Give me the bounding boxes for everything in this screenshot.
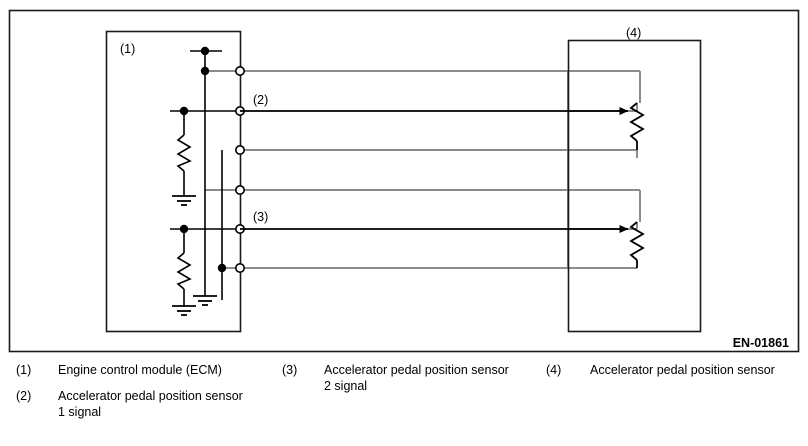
junction-dot-pin6 bbox=[217, 263, 227, 273]
callout-sensor: (4) bbox=[626, 26, 641, 40]
legend-item: (3) Accelerator pedal position sensor 2 … bbox=[282, 362, 544, 394]
junction-dot-pin1 bbox=[200, 66, 210, 76]
diagram-code: EN-01861 bbox=[733, 336, 789, 350]
connector-pin-1 bbox=[235, 66, 246, 77]
legend-column-3: (4) Accelerator pedal position sensor bbox=[546, 362, 808, 388]
pot1-resistor bbox=[629, 102, 645, 142]
legend-text: Accelerator pedal position sensor 2 sign… bbox=[324, 363, 509, 393]
legend-text: Accelerator pedal position sensor 1 sign… bbox=[58, 389, 243, 419]
connector-pin-4 bbox=[235, 185, 246, 196]
legend-column-2: (3) Accelerator pedal position sensor 2 … bbox=[282, 362, 544, 404]
connector-pin-6 bbox=[235, 262, 246, 273]
junction-dot-r1 bbox=[179, 106, 189, 116]
legend-text: Engine control module (ECM) bbox=[58, 363, 222, 377]
legend-number: (1) bbox=[16, 363, 32, 377]
ecm-pulldown-resistor-2 bbox=[176, 252, 192, 290]
callout-ecm: (1) bbox=[120, 42, 135, 56]
callout-signal1: (2) bbox=[253, 93, 268, 107]
junction-dot-group bbox=[179, 46, 227, 273]
junction-dot-r2 bbox=[179, 224, 189, 234]
potentiometer-1 bbox=[629, 102, 645, 158]
legend: (1) Engine control module (ECM) (2) Acce… bbox=[0, 362, 808, 446]
pot2-resistor bbox=[629, 221, 645, 261]
sensor-box bbox=[567, 39, 702, 333]
potentiometer-2 bbox=[629, 221, 645, 268]
ecm-box bbox=[105, 30, 242, 333]
legend-item: (1) Engine control module (ECM) bbox=[16, 362, 276, 378]
diagram-frame bbox=[8, 9, 800, 353]
legend-number: (3) bbox=[282, 363, 298, 377]
legend-item: (4) Accelerator pedal position sensor bbox=[546, 362, 808, 378]
connector-pin-3 bbox=[235, 145, 246, 156]
legend-column-1: (1) Engine control module (ECM) (2) Acce… bbox=[16, 362, 276, 430]
legend-number: (2) bbox=[16, 389, 32, 403]
legend-item: (2) Accelerator pedal position sensor 1 … bbox=[16, 388, 276, 420]
signal-wire-group bbox=[240, 107, 629, 233]
legend-number: (4) bbox=[546, 363, 562, 377]
ecm-pulldown-resistor-1 bbox=[176, 134, 192, 172]
callout-signal2: (3) bbox=[253, 210, 268, 224]
junction-dot-supply bbox=[200, 46, 210, 56]
ground-symbol-group bbox=[172, 195, 217, 316]
circuit-diagram: (1) (2) (3) (4) EN-01861 bbox=[8, 9, 800, 353]
legend-text: Accelerator pedal position sensor bbox=[590, 363, 775, 377]
